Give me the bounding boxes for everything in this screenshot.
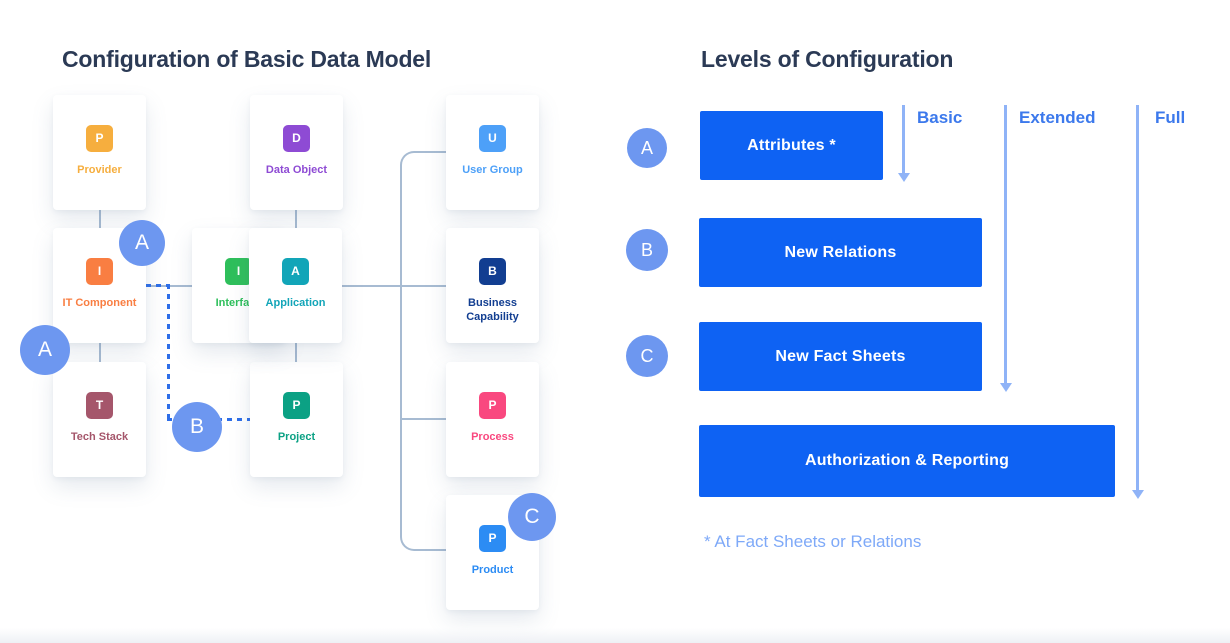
row-marker-a: A xyxy=(627,128,667,168)
level-marker-a: A xyxy=(119,220,165,266)
card-label-it-component: IT Component xyxy=(62,297,137,309)
product-letter-icon: P xyxy=(479,525,506,552)
bottom-edge-fade xyxy=(0,628,1230,643)
process-letter-icon: P xyxy=(479,392,506,419)
card-product: P Product xyxy=(446,495,539,610)
card-label-application: Application xyxy=(265,297,326,309)
arrowhead-down-icon xyxy=(1000,383,1012,392)
dashed-relation-segment xyxy=(167,284,170,421)
dashed-relation-segment xyxy=(146,284,170,287)
right-panel-title: Levels of Configuration xyxy=(701,46,954,72)
card-label-user-group: User Group xyxy=(462,164,523,176)
connector-trunk-process xyxy=(400,418,446,420)
level-marker-b: B xyxy=(172,402,222,452)
footnote: * At Fact Sheets or Relations xyxy=(704,532,922,551)
connector-application-project xyxy=(295,343,297,362)
arrow-line-extended xyxy=(1004,105,1007,383)
card-label-product: Product xyxy=(471,564,514,576)
it-component-letter-icon: I xyxy=(86,258,113,285)
level-label-full: Full xyxy=(1155,108,1186,127)
arrowhead-down-icon xyxy=(898,173,910,182)
arrow-line-basic xyxy=(902,105,905,173)
bar-authorization-reporting: Authorization & Reporting xyxy=(699,425,1115,497)
card-user-group: U User Group xyxy=(446,95,539,210)
card-label-process: Process xyxy=(471,431,514,443)
arrow-line-full xyxy=(1136,105,1139,490)
card-project: P Project xyxy=(250,362,343,477)
connector-dataobject-application xyxy=(295,210,297,228)
bar-new-relations: New Relations xyxy=(699,218,982,287)
project-letter-icon: P xyxy=(283,392,310,419)
card-application: A Application xyxy=(249,228,342,343)
application-letter-icon: A xyxy=(282,258,309,285)
level-marker-c: C xyxy=(508,493,556,541)
card-label-business-capability: Business Capability xyxy=(466,297,519,324)
card-data-object: D Data Object xyxy=(250,95,343,210)
card-label-provider: Provider xyxy=(77,164,122,176)
connector-application-businesscapability xyxy=(342,285,446,287)
interface-letter-icon: I xyxy=(225,258,252,285)
data-object-letter-icon: D xyxy=(283,125,310,152)
level-marker-a: A xyxy=(20,325,70,375)
level-label-extended: Extended xyxy=(1019,108,1096,127)
left-panel-title: Configuration of Basic Data Model xyxy=(62,46,432,72)
card-process: P Process xyxy=(446,362,539,477)
connector-provider-itcomponent xyxy=(99,210,101,228)
card-label-tech-stack: Tech Stack xyxy=(70,431,129,443)
bar-attributes: Attributes * xyxy=(700,111,883,180)
level-label-basic: Basic xyxy=(917,108,963,127)
bar-new-fact-sheets: New Fact Sheets xyxy=(699,322,982,391)
arrowhead-down-icon xyxy=(1132,490,1144,499)
row-marker-c: C xyxy=(626,335,668,377)
card-tech-stack: T Tech Stack xyxy=(53,362,146,477)
card-label-project: Project xyxy=(277,431,316,443)
row-marker-b: B xyxy=(626,229,668,271)
card-business-capability: B Business Capability xyxy=(446,228,539,343)
connector-trunk xyxy=(400,151,446,551)
card-label-data-object: Data Object xyxy=(265,164,328,176)
business-capability-letter-icon: B xyxy=(479,258,506,285)
card-provider: P Provider xyxy=(53,95,146,210)
provider-letter-icon: P xyxy=(86,125,113,152)
user-group-letter-icon: U xyxy=(479,125,506,152)
connector-itcomponent-techstack xyxy=(99,343,101,362)
tech-stack-letter-icon: T xyxy=(86,392,113,419)
